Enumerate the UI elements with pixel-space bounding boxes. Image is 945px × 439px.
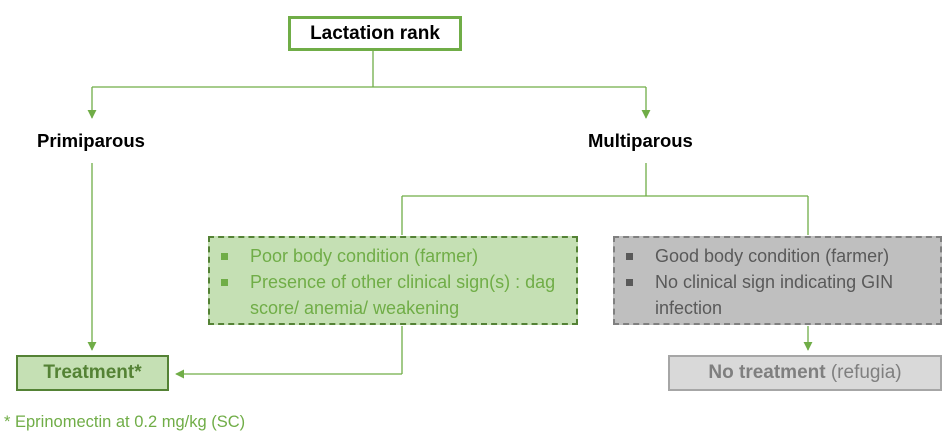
treatment-label: Treatment*: [43, 362, 142, 383]
no-treatment-label: No treatment: [708, 362, 826, 383]
poor-condition-list: Poor body condition (farmer) Presence of…: [218, 243, 568, 321]
poor-condition-item-2: Presence of other clinical sign(s) : dag…: [250, 272, 556, 318]
square-bullet-icon: [626, 279, 633, 286]
primiparous-label: Primiparous: [37, 130, 145, 151]
good-condition-item-1: Good body condition (farmer): [655, 246, 890, 266]
square-bullet-icon: [221, 253, 228, 260]
refugia-label: (refugia): [825, 362, 902, 383]
no-treatment-box: No treatment (refugia): [668, 355, 942, 391]
lactation-rank-node: Lactation rank: [288, 16, 462, 51]
multiparous-label: Multiparous: [588, 130, 693, 151]
square-bullet-icon: [221, 279, 228, 286]
list-item: Poor body condition (farmer): [218, 243, 568, 269]
square-bullet-icon: [626, 253, 633, 260]
list-item: Good body condition (farmer): [623, 243, 932, 269]
list-item: Presence of other clinical sign(s) : dag…: [218, 269, 568, 321]
footnote: * Eprinomectin at 0.2 mg/kg (SC): [4, 413, 246, 431]
good-condition-list: Good body condition (farmer) No clinical…: [623, 243, 932, 321]
list-item: No clinical sign indicating GIN infectio…: [623, 269, 932, 321]
good-condition-box: Good body condition (farmer) No clinical…: [613, 236, 942, 325]
treatment-box: Treatment*: [16, 355, 169, 391]
poor-condition-item-1: Poor body condition (farmer): [250, 246, 479, 266]
lactation-rank-label: Lactation rank: [310, 22, 440, 44]
poor-condition-box: Poor body condition (farmer) Presence of…: [208, 236, 578, 325]
good-condition-item-2: No clinical sign indicating GIN infectio…: [655, 272, 894, 318]
